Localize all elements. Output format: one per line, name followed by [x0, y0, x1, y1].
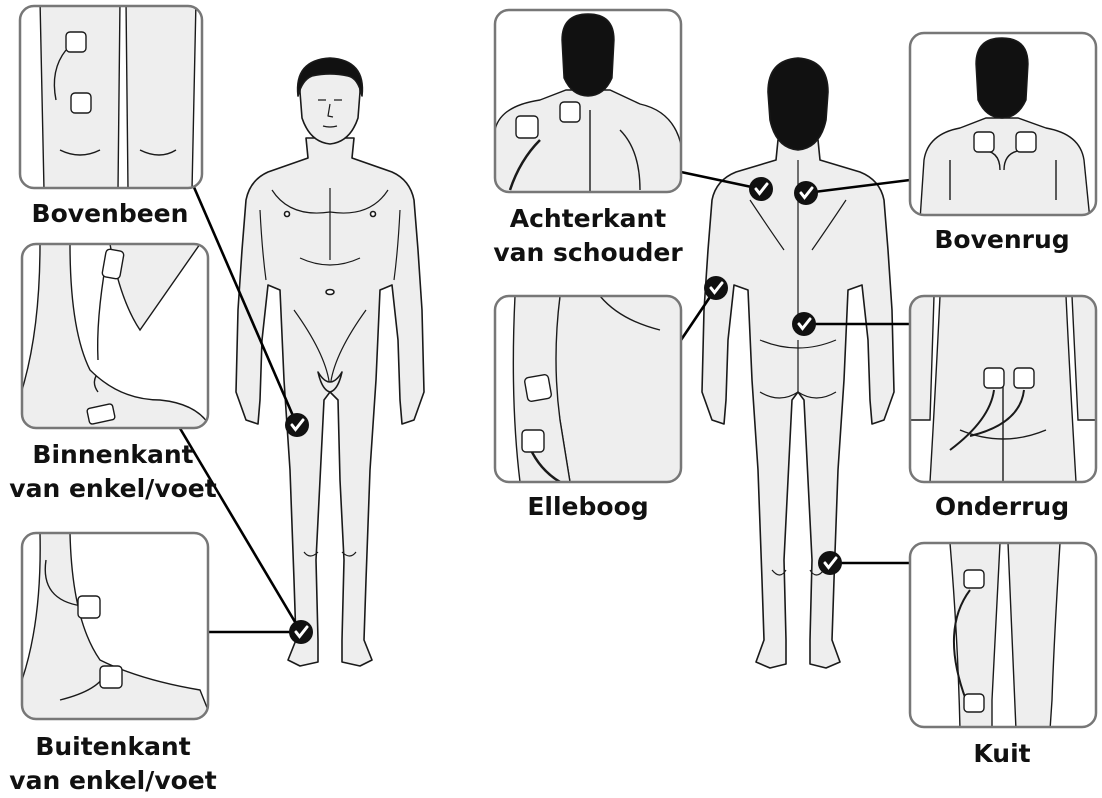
check-marker-icon [289, 620, 313, 644]
label-calf: Kuit [902, 737, 1102, 771]
electrode-pad-icon [964, 694, 984, 712]
check-marker-icon [792, 312, 816, 336]
electrode-pad-icon [100, 666, 122, 688]
label-upper-back: Bovenrug [902, 223, 1102, 257]
back-head [768, 58, 828, 150]
electrode-pad-icon [524, 374, 552, 402]
panel-outer-ankle [22, 533, 212, 720]
electrode-pad-icon [1016, 132, 1036, 152]
panel-elbow [495, 296, 682, 482]
check-marker-icon [704, 276, 728, 300]
label-inner-ankle-line2: van enkel/voet [0, 472, 226, 506]
check-marker-icon [285, 413, 309, 437]
electrode-pad-icon [102, 249, 125, 280]
electrode-pad-icon [522, 430, 544, 452]
label-outer-ankle-line2: van enkel/voet [0, 764, 226, 798]
panel-lower-back [910, 296, 1096, 482]
check-marker-icon [749, 177, 773, 201]
check-marker-icon [794, 181, 818, 205]
panel-upper-leg [20, 0, 202, 190]
label-lower-back: Onderrug [902, 490, 1102, 524]
panel-upper-back [910, 33, 1096, 220]
electrode-pad-icon [516, 116, 538, 138]
electrode-pad-icon [974, 132, 994, 152]
electrode-pad-icon [964, 570, 984, 588]
label-back-shoulder-line2: van schouder [488, 236, 688, 270]
electrode-pad-icon [78, 596, 100, 618]
electrode-pad-icon [71, 93, 91, 113]
panel-back-shoulder [495, 10, 682, 200]
label-upper-leg: Bovenbeen [10, 197, 210, 231]
front-body-figure [236, 58, 424, 666]
back-body-figure [702, 58, 894, 668]
electrode-pad-icon [560, 102, 580, 122]
label-outer-ankle-line1: Buitenkant [0, 730, 226, 764]
label-elbow: Elleboog [488, 490, 688, 524]
electrode-pad-icon [984, 368, 1004, 388]
electrode-pad-icon [1014, 368, 1034, 388]
panel-calf [910, 543, 1096, 730]
panel-inner-ankle [22, 244, 212, 430]
electrode-pad-icon [66, 32, 86, 52]
label-inner-ankle-line1: Binnenkant [0, 438, 226, 472]
check-marker-icon [818, 551, 842, 575]
label-back-shoulder-line1: Achterkant [488, 202, 688, 236]
